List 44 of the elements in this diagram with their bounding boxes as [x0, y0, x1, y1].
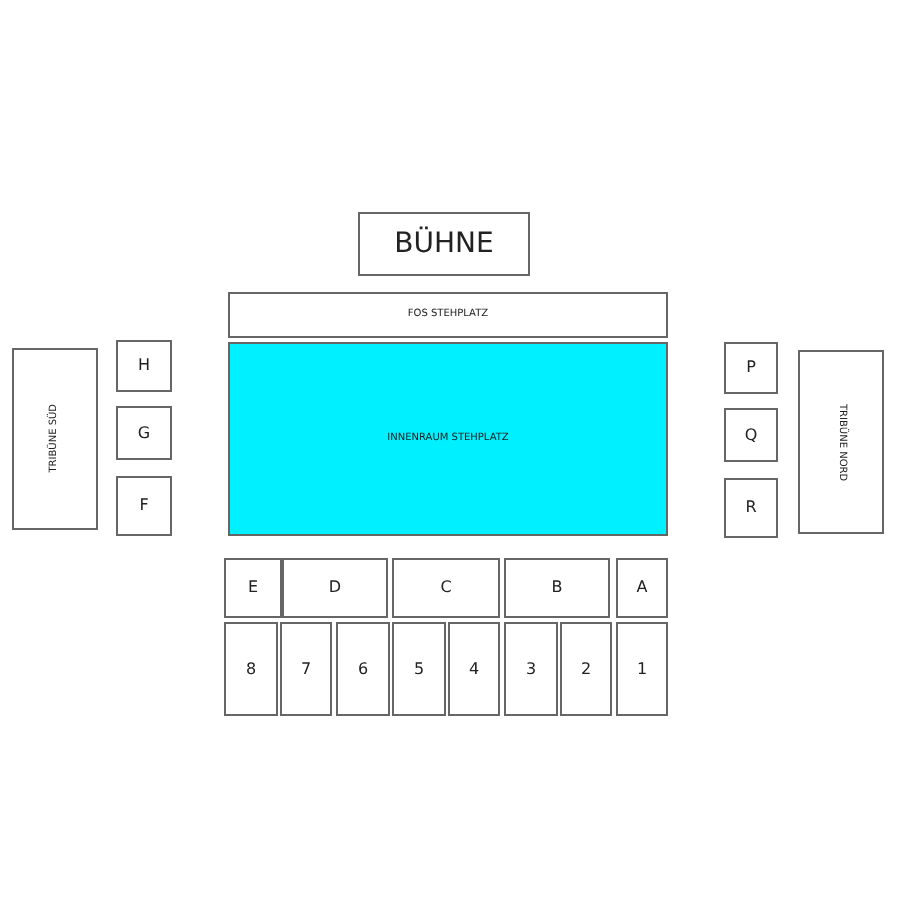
seating-block [560, 622, 612, 716]
block-label: G [137, 425, 151, 441]
seating-block [724, 342, 778, 394]
standing-area [228, 292, 668, 338]
seating-block [724, 478, 778, 538]
seating-block [282, 558, 388, 618]
block-label: 3 [525, 661, 537, 677]
seating-block [616, 622, 668, 716]
block-label: 6 [357, 661, 369, 677]
seating-block [724, 408, 778, 462]
stage-label: BÜHNE [394, 230, 494, 258]
block-label: E [247, 580, 259, 596]
block-label: R [745, 500, 757, 516]
block-label: 8 [245, 661, 257, 677]
seating-block [504, 622, 558, 716]
block-label: B [551, 580, 563, 596]
seating-block [336, 622, 390, 716]
seating-block [280, 622, 332, 716]
block-label: A [636, 580, 648, 596]
seating-block [392, 622, 446, 716]
seating-block [224, 622, 278, 716]
block-label: P [746, 360, 756, 376]
seating-block [116, 406, 172, 460]
block-label: 5 [413, 661, 425, 677]
seating-block [448, 622, 500, 716]
block-label: 7 [300, 661, 312, 677]
block-label: F [139, 498, 149, 514]
block-label: H [137, 358, 150, 374]
seating-block [224, 558, 282, 618]
grandstand-block [798, 350, 884, 534]
standing-area [228, 342, 668, 536]
seating-block [116, 340, 172, 392]
block-label: 2 [580, 661, 592, 677]
seating-block [116, 476, 172, 536]
block-label: 1 [636, 661, 648, 677]
seating-block [392, 558, 500, 618]
grandstand-block [12, 348, 98, 530]
block-label: Q [744, 427, 758, 443]
seating-block [616, 558, 668, 618]
seating-block [504, 558, 610, 618]
stage-box [358, 212, 530, 276]
block-label: 4 [468, 661, 480, 677]
block-label: D [328, 580, 342, 596]
block-label: C [440, 580, 452, 596]
